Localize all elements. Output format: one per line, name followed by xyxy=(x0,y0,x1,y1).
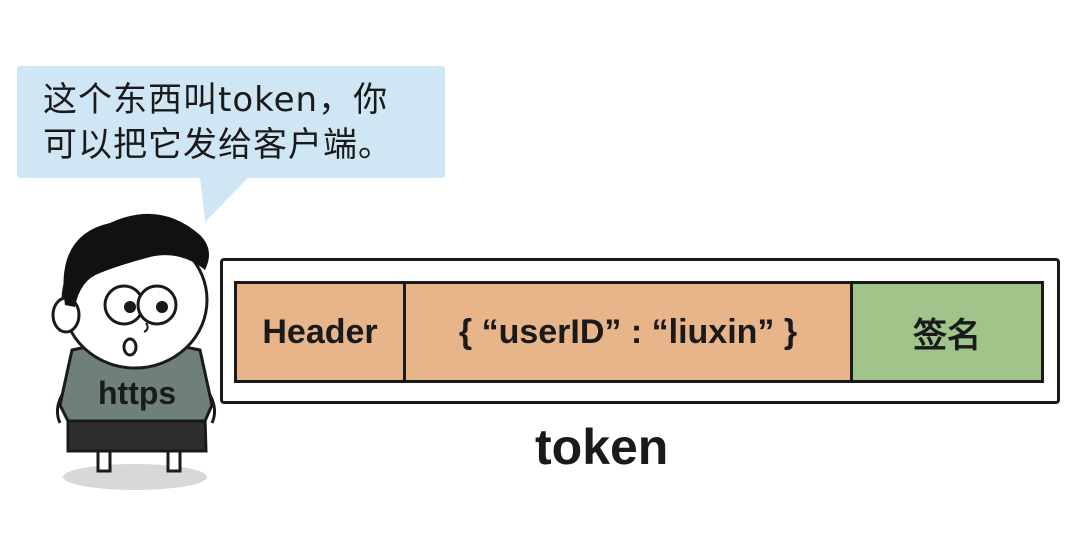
token-caption: token xyxy=(535,419,669,475)
shirt-text: https xyxy=(98,375,177,411)
token-segment-payload: { “userID” : “liuxin” } xyxy=(403,281,853,383)
token-segment-signature: 签名 xyxy=(850,281,1044,383)
token-segment-header: Header xyxy=(234,281,406,383)
character-illustration xyxy=(51,213,217,490)
speech-text: 这个东西叫token，你 可以把它发给客户端。 xyxy=(43,80,393,165)
speech-bubble: 这个东西叫token，你 可以把它发给客户端。 xyxy=(17,66,445,178)
